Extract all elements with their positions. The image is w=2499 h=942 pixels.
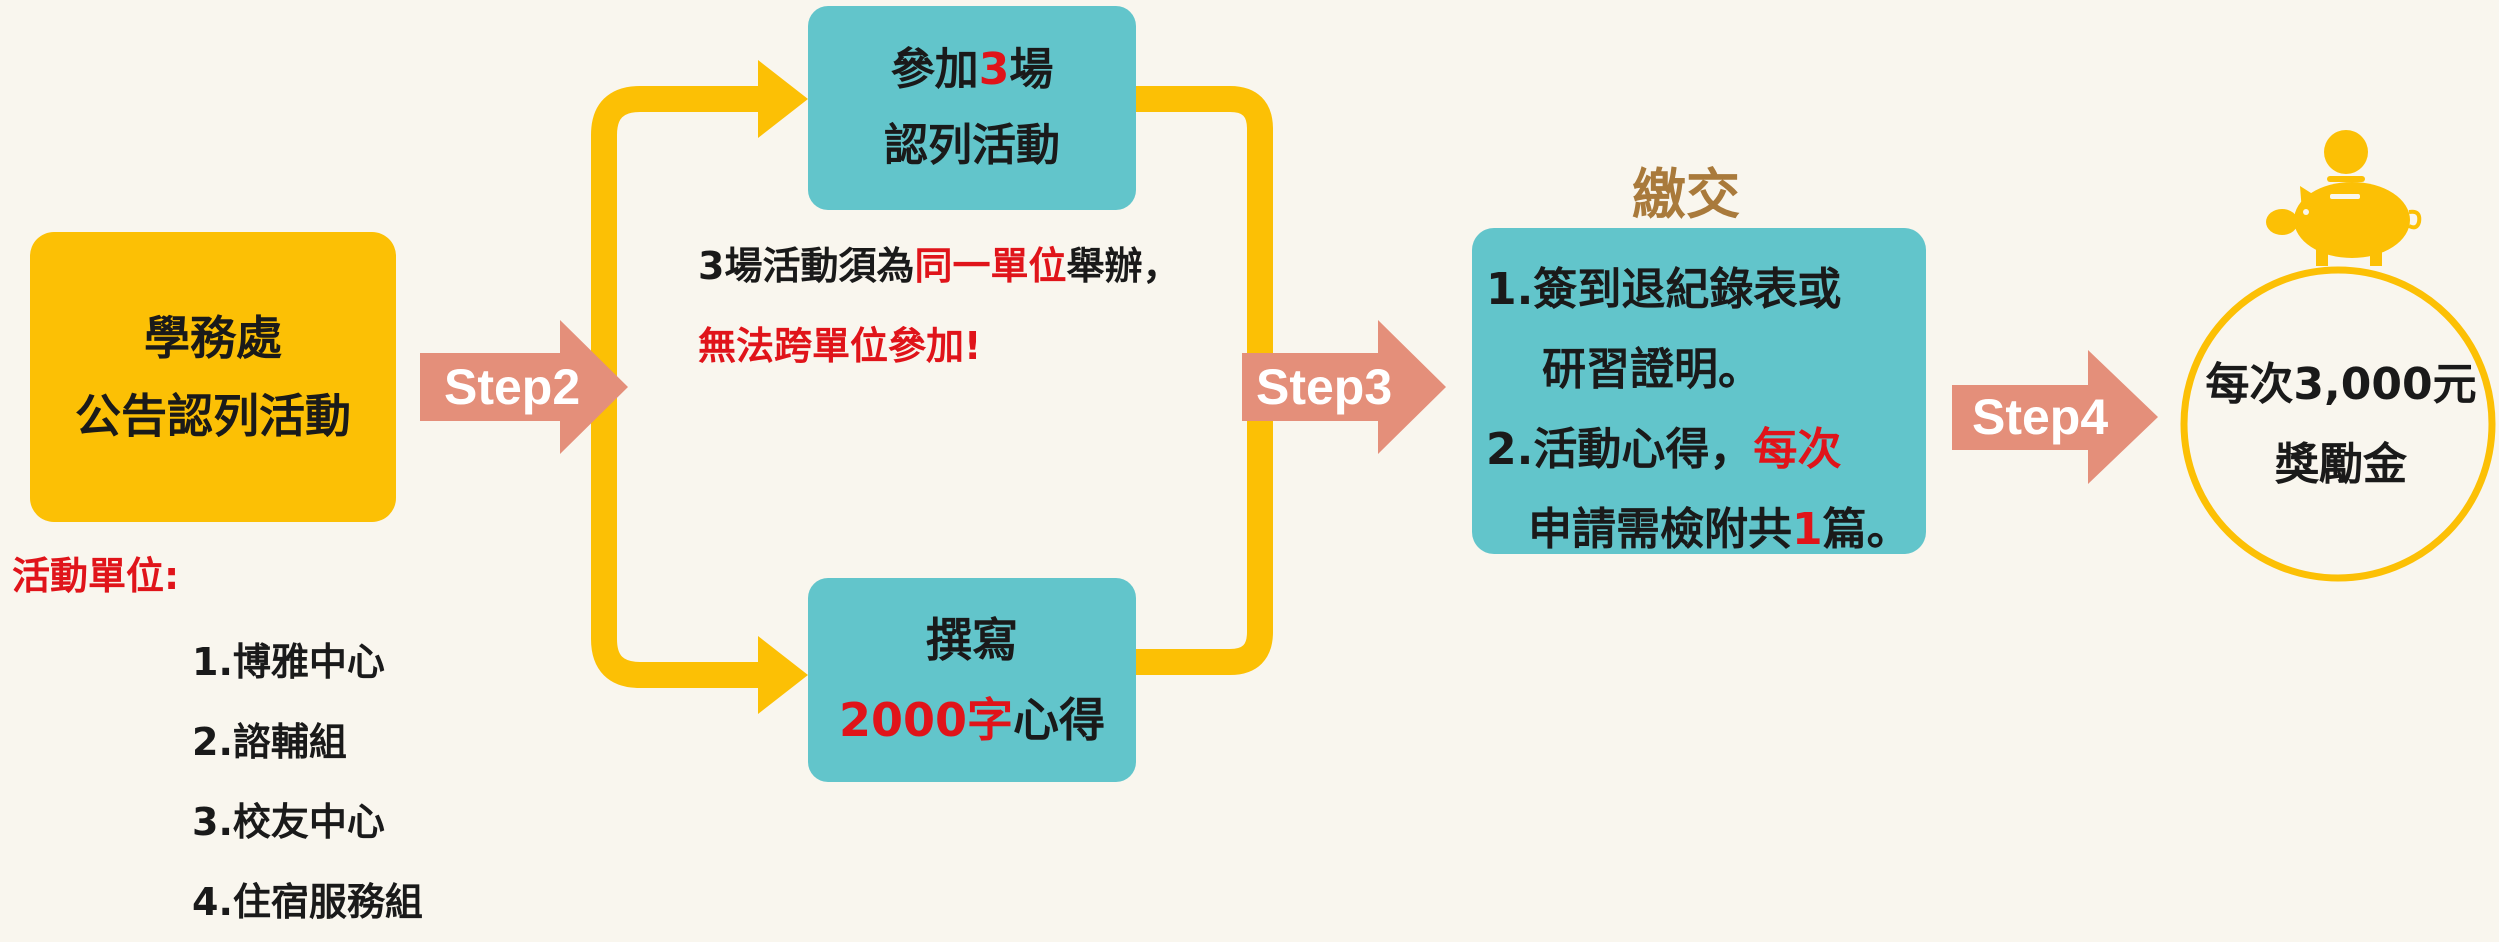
fork-connector-left [591, 86, 780, 688]
submit-requirements-box: 1.簽到退紀錄表或 研習證明。 2.活動心得，每次 申請需檢附共1篇。 [1472, 228, 1926, 555]
reward-text: 每次3,000元 獎勵金 [2196, 345, 2486, 505]
reward-circle [2180, 266, 2496, 582]
write-reflection-box: 撰寫 2000字心得 [808, 578, 1136, 782]
reward-line2: 獎勵金 [2275, 439, 2407, 490]
fork-arrowhead-top [758, 60, 808, 138]
list-item: 1.博雅中心 [192, 640, 385, 684]
list-item: 3.校友中心 [192, 800, 385, 844]
office-announce-box: 學務處 公告認列活動 [30, 232, 396, 522]
attend-box-line2: 認列活動 [884, 120, 1060, 171]
step4-arrow [1952, 350, 2158, 484]
fork-arrowhead-bottom [758, 636, 808, 714]
attend-count: 3 [978, 44, 1010, 95]
step2-label: Step2 [444, 359, 581, 415]
attend-activities-box: 參加3場 認列活動 [808, 6, 1136, 210]
submit-line2: 研習證明。 [1542, 344, 1762, 395]
units-list: 1.博雅中心 2.諮輔組 3.校友中心 4.住宿服務組 [192, 622, 423, 942]
piggy-bank-icon [2266, 130, 2422, 266]
diagram-graphics [420, 60, 2496, 714]
submit-line4: 申請需檢附共1篇。 [1528, 504, 1911, 555]
step2-arrow [420, 320, 628, 454]
step4-label: Step4 [1972, 389, 2109, 445]
reward-line1: 每次3,000元 [2205, 359, 2477, 410]
note-line1: 3場活動須為同一單位舉辦， [698, 244, 1181, 288]
list-item: 4.住宿服務組 [192, 880, 423, 924]
step3-label: Step3 [1256, 359, 1393, 415]
same-unit-note: 3場活動須為同一單位舉辦， 無法跨單位參加! [698, 226, 1180, 386]
attend-box-line1: 參加3場 [890, 44, 1054, 95]
submit-line1: 1.簽到退紀錄表或 [1486, 264, 1842, 315]
write-box-line1: 撰寫 [926, 613, 1018, 667]
note-line2: 無法跨單位參加! [698, 324, 982, 368]
word-count: 2000字 [838, 693, 1014, 747]
list-item: 2.諮輔組 [192, 720, 347, 764]
submit-line3: 2.活動心得，每次 [1486, 424, 1842, 475]
submit-title: 繳交 [1632, 163, 1740, 226]
office-box-line2: 公告認列活動 [75, 389, 351, 443]
office-box-line1: 學務處 [144, 311, 282, 365]
units-title: 活動單位: [12, 554, 180, 598]
step3-arrow [1242, 320, 1446, 454]
write-box-line2: 2000字心得 [838, 693, 1106, 747]
